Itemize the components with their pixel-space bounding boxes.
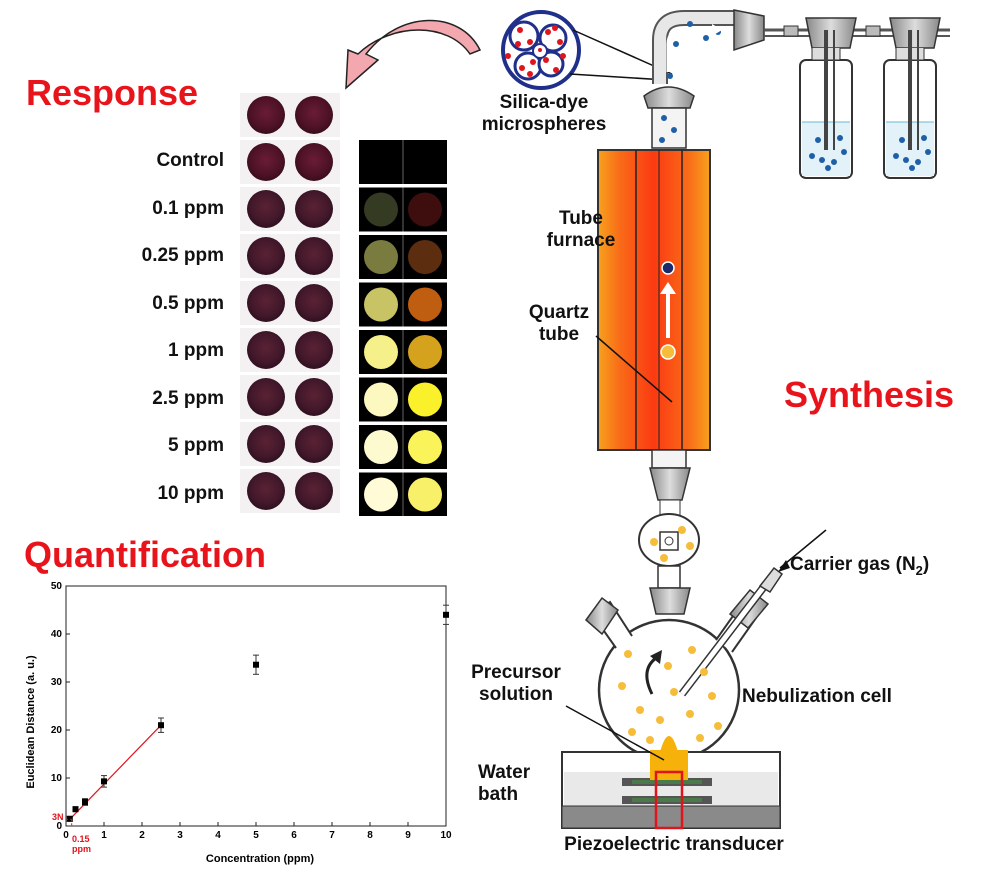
quantification-title: Quantification — [24, 534, 266, 575]
silica-dye-label: Silica-dye microspheres — [481, 92, 607, 135]
microsphere-illustration — [501, 10, 673, 90]
x-tick-label: 6 — [291, 830, 297, 841]
y-tick-label: 50 — [51, 581, 63, 592]
bubbler-bottle-2 — [865, 17, 941, 179]
water-bath-label: Water bath — [478, 762, 531, 805]
x-tick-label: 9 — [405, 830, 411, 841]
data-point — [72, 806, 79, 813]
data-point — [253, 661, 259, 668]
difference-spot — [408, 382, 442, 417]
quartz-tube-label: Quartz tube — [528, 302, 590, 345]
concentration-label: 1 ppm — [168, 340, 224, 361]
piezo-label: Piezoelectric transducer — [564, 834, 784, 855]
dye-spot — [295, 472, 333, 510]
concentration-label: 0.5 ppm — [152, 292, 224, 314]
x-tick-label: 2 — [139, 830, 145, 841]
dye-spot — [247, 237, 285, 275]
dye-spot — [295, 331, 333, 369]
annotation-3n: 3N — [52, 812, 64, 822]
y-axis-label: Euclidean Distance (a. u.) — [25, 655, 37, 789]
difference-spot — [364, 192, 398, 227]
dye-spot — [295, 96, 333, 134]
y-tick-label: 30 — [51, 677, 63, 688]
difference-spot — [408, 287, 442, 322]
tube-furnace-label: Tube furnace — [546, 208, 616, 251]
data-point — [82, 799, 88, 805]
concentration-label: 5 ppm — [168, 435, 224, 456]
x-tick-label: 3 — [177, 830, 183, 841]
data-point — [66, 815, 73, 822]
x-tick-label: 4 — [215, 830, 221, 841]
plot-frame — [65, 585, 447, 827]
dye-spot-array — [240, 93, 340, 513]
difference-spot — [364, 240, 398, 274]
x-tick-label: 7 — [329, 830, 335, 841]
x-tick-label: 0 — [63, 830, 69, 841]
dye-spot — [295, 425, 333, 463]
difference-spot — [408, 430, 442, 464]
dye-spot — [295, 190, 333, 228]
difference-spot — [364, 335, 398, 369]
dye-spot — [295, 237, 333, 275]
dye-spot — [295, 143, 333, 181]
difference-spot — [408, 192, 442, 227]
difference-spot — [408, 240, 442, 274]
x-axis-label: Concentration (ppm) — [206, 853, 314, 865]
difference-spot — [364, 477, 398, 512]
dye-spot — [247, 284, 285, 322]
concentration-label: 0.25 ppm — [141, 245, 224, 266]
y-tick-label: 10 — [51, 773, 63, 784]
dye-spot — [247, 96, 285, 134]
nebulization-label: Nebulization cell — [742, 686, 892, 707]
dye-spot — [247, 472, 285, 510]
x-tick-label: 1 — [101, 830, 107, 841]
synthesis-apparatus — [501, 9, 950, 830]
concentration-label: 0.1 ppm — [152, 197, 224, 219]
concentration-label: 10 ppm — [157, 482, 224, 504]
dye-spot — [295, 284, 333, 322]
difference-spot — [408, 477, 442, 512]
concentration-label: Control — [156, 150, 224, 171]
concentration-label: 2.5 ppm — [152, 387, 224, 409]
curved-arrow — [345, 19, 482, 90]
bubbler-bottle-1 — [783, 17, 857, 179]
y-tick-label: 0 — [56, 821, 62, 832]
dye-spot — [247, 143, 285, 181]
dye-spot — [295, 378, 333, 416]
dye-spot — [247, 378, 285, 416]
dye-spot — [247, 425, 285, 463]
data-point — [443, 611, 449, 618]
difference-spot — [364, 430, 398, 464]
difference-spot — [408, 335, 442, 369]
data-point — [158, 722, 164, 729]
x-tick-label: 5 — [253, 830, 259, 841]
dye-spot — [247, 190, 285, 228]
x-tick-label: 10 — [440, 830, 452, 841]
y-tick-label: 40 — [51, 629, 63, 640]
data-point — [101, 778, 107, 785]
carrier-gas-label: Carrier gas (N2) — [790, 554, 930, 578]
x-tick-label: 8 — [367, 830, 373, 841]
synthesis-title: Synthesis — [784, 374, 955, 415]
response-title: Response — [26, 72, 199, 113]
difference-map-array — [359, 140, 447, 516]
calibration-chart: 0 1 2 3 4 5 6 7 8 9 10 0 10 20 30 40 50 Concentration (p… — [25, 581, 452, 865]
dye-spot — [247, 331, 285, 369]
difference-spot — [364, 287, 398, 322]
precursor-label: Precursor solution — [471, 662, 561, 705]
y-tick-label: 20 — [51, 725, 63, 736]
difference-spot — [364, 382, 398, 417]
